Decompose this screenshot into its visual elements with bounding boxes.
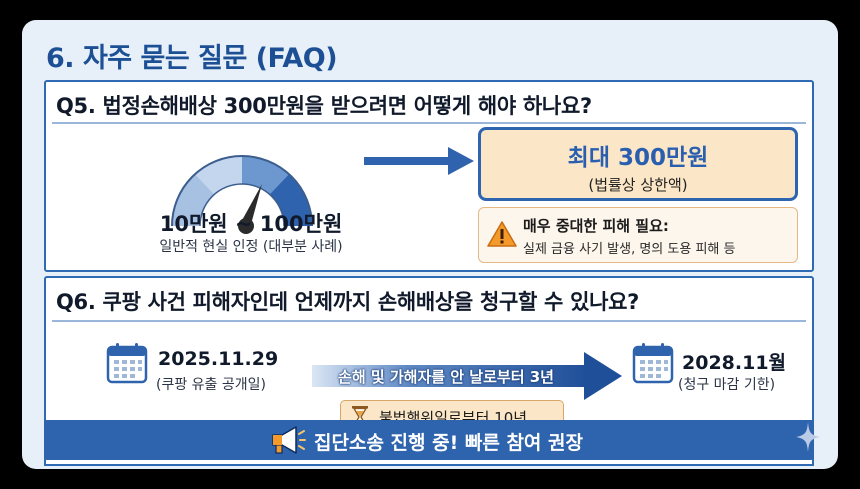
start-date: 2025.11.29 bbox=[158, 348, 279, 370]
calendar-icon bbox=[632, 343, 674, 384]
calendar-icon bbox=[106, 343, 148, 384]
timeline-label: 손해 및 가해자를 안 날로부터 3년 bbox=[338, 368, 554, 386]
start-date-note: (쿠팡 유출 공개일) bbox=[156, 377, 266, 393]
damages-range: 10만원 ~ 100만원 bbox=[159, 212, 343, 236]
end-date: 2028.11월 bbox=[682, 352, 787, 374]
faq-card: 6. 자주 묻는 질문 (FAQ) Q5. 법정손해배상 300만원을 받으려면… bbox=[22, 20, 838, 469]
warning-detail: 실제 금융 사기 발생, 명의 도용 피해 등 bbox=[523, 242, 736, 257]
q5-title: Q5. 법정손해배상 300만원을 받으려면 어떻게 해야 하나요? bbox=[56, 94, 592, 118]
damages-range-note: 일반적 현실 인정 (대부분 사례) bbox=[159, 239, 343, 255]
q5-panel: Q5. 법정손해배상 300만원을 받으려면 어떻게 해야 하나요? 10만원 … bbox=[44, 80, 814, 272]
call-to-action-banner: 집단소송 진행 중! 빠른 참여 권장 bbox=[44, 420, 814, 460]
section-title: 6. 자주 묻는 질문 (FAQ) bbox=[46, 43, 338, 74]
warning-box: 매우 중대한 피해 필요: 실제 금융 사기 발생, 명의 도용 피해 등 bbox=[478, 207, 798, 263]
end-date-note: (청구 마감 기한) bbox=[678, 377, 776, 393]
timeline-arrow-icon bbox=[312, 352, 622, 400]
megaphone-icon bbox=[272, 426, 306, 454]
sparkle-icon bbox=[796, 422, 820, 452]
max-amount-box: 최대 300만원 (법률상 상한액) bbox=[478, 127, 798, 201]
q6-title: Q6. 쿠팡 사건 피해자인데 언제까지 손해배상을 청구할 수 있나요? bbox=[56, 290, 640, 314]
banner-text: 집단소송 진행 중! 빠른 참여 권장 bbox=[314, 432, 583, 454]
warning-title: 매우 중대한 피해 필요: bbox=[523, 217, 669, 235]
warning-triangle-icon bbox=[487, 221, 517, 247]
speedometer-gauge-icon bbox=[171, 155, 313, 234]
max-amount: 최대 300만원 bbox=[567, 145, 709, 171]
right-arrow-icon bbox=[364, 147, 474, 175]
q5-divider bbox=[52, 122, 806, 124]
max-amount-note: (법률상 상한액) bbox=[588, 176, 688, 194]
q6-divider bbox=[52, 320, 806, 322]
